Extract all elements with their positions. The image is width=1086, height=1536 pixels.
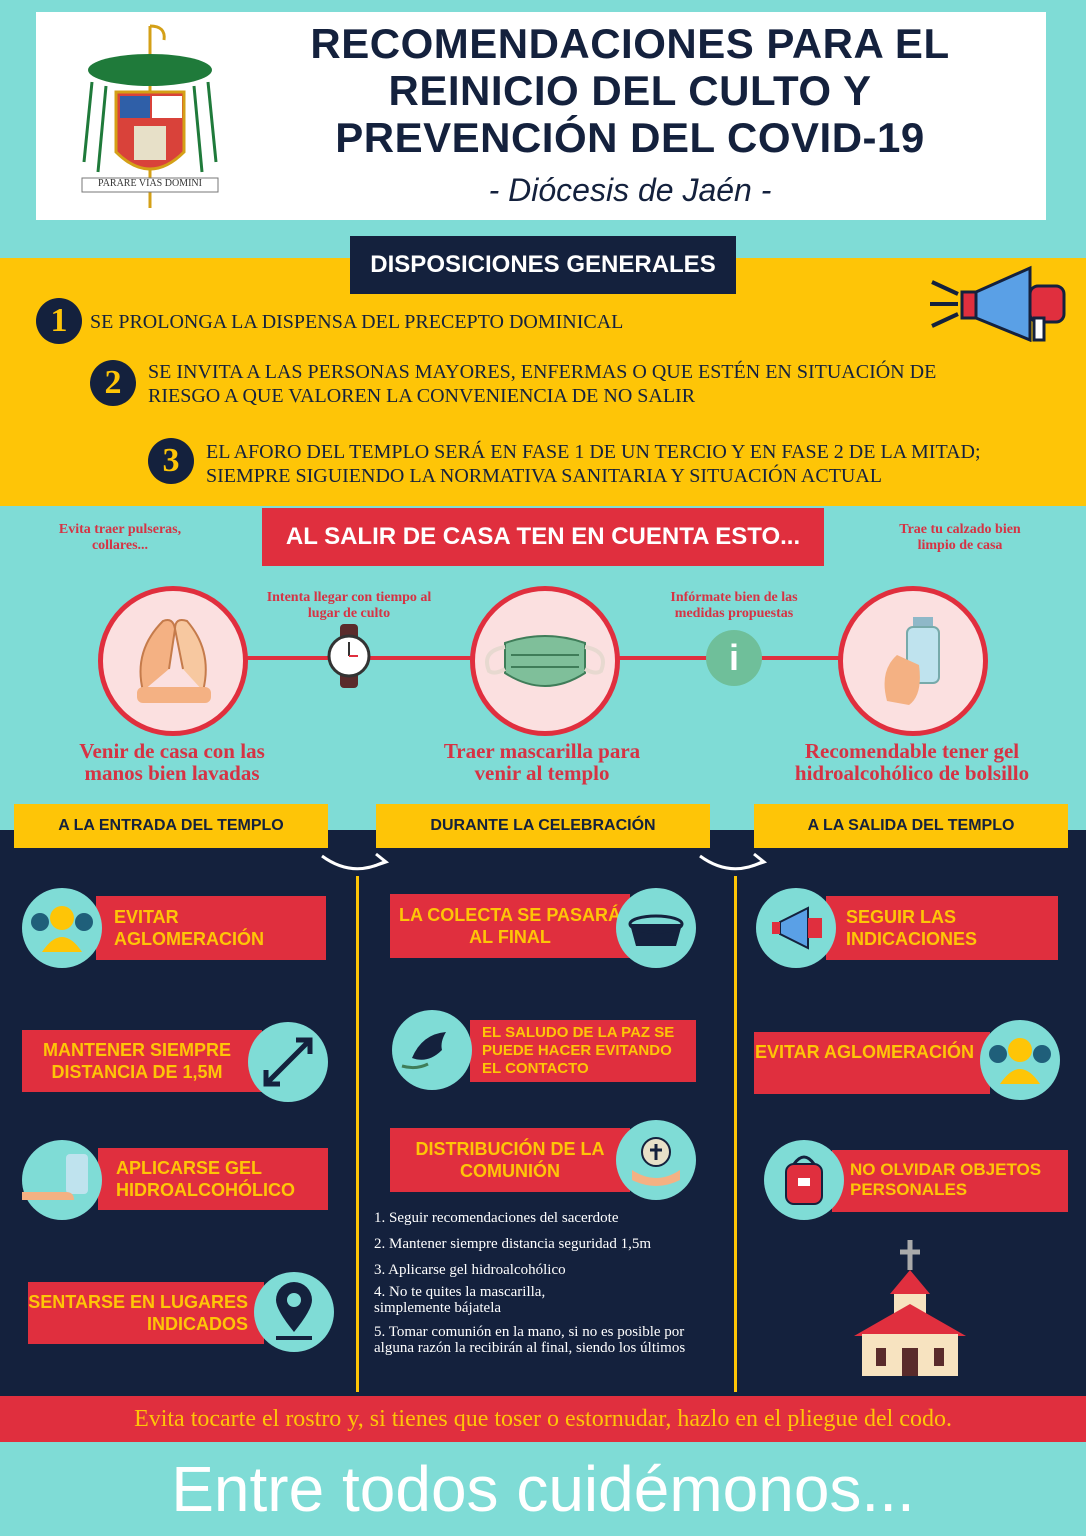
tip-jewelry: Evita traer pulseras, collares...	[58, 522, 182, 553]
tab-celebration: DURANTE LA CELEBRACIÓN	[376, 804, 710, 848]
item-number-3: 3	[148, 438, 194, 484]
card-personal-items: NO OLVIDAR OBJETOS PERSONALES	[832, 1150, 1068, 1212]
closing-slogan: Entre todos cuidémonos...	[171, 1453, 915, 1525]
tip-gel: Recomendable tener gel hidroalcohólico d…	[794, 739, 1030, 785]
list-item: 5. Tomar comunión en la mano, si no es p…	[374, 1324, 686, 1356]
washing-hands-circle	[98, 586, 248, 736]
face-mask-icon	[485, 635, 605, 687]
communion-steps: 1. Seguir recomendaciones del sacerdote …	[374, 1210, 726, 1356]
list-item: 1. Seguir recomendaciones del sacerdote	[374, 1210, 619, 1226]
card-sit-assigned: SENTARSE EN LUGARES INDICADOS	[28, 1282, 264, 1344]
mask-circle	[470, 586, 620, 736]
coat-of-arms-logo	[70, 22, 230, 212]
page-subtitle: - Diócesis de Jaén -	[488, 172, 772, 208]
column-divider	[734, 876, 737, 1392]
backpack-icon	[764, 1140, 844, 1220]
list-item: 3. Aplicarse gel hidroalcohólico	[374, 1262, 566, 1278]
card-follow-instructions: SEGUIR LAS INDICACIONES	[826, 896, 1058, 960]
card-collection: LA COLECTA SE PASARÁ AL FINAL	[390, 894, 630, 958]
home-heading: AL SALIR DE CASA TEN EN CUENTA ESTO...	[262, 508, 824, 566]
item-number-1: 1	[36, 298, 82, 344]
motto-ribbon: PARARE VIAS DOMINI	[98, 178, 202, 189]
tip-mask: Traer mascarilla para venir al templo	[443, 739, 641, 785]
card-communion: DISTRIBUCIÓN DE LA COMUNIÓN	[390, 1128, 630, 1192]
location-pin-icon	[254, 1272, 334, 1352]
face-touch-warning: Evita tocarte el rostro y, si tienes que…	[0, 1396, 1086, 1442]
tip-shoes: Trae tu calzado bien limpio de casa	[899, 522, 1021, 553]
sanitizer-hand-icon	[22, 1140, 102, 1220]
arrow-icon	[698, 848, 768, 874]
column-divider	[356, 876, 359, 1392]
washing-hands-icon	[137, 619, 211, 703]
gel-circle	[838, 586, 988, 736]
crowd-icon	[22, 888, 102, 968]
list-item: 2. Mantener siempre distancia seguridad …	[374, 1236, 652, 1252]
general-heading: DISPOSICIONES GENERALES	[350, 236, 736, 294]
item-number-2: 2	[90, 360, 136, 406]
megaphone-icon	[930, 262, 1070, 343]
general-item-1: SE PROLONGA LA DISPENSA DEL PRECEPTO DOM…	[90, 311, 624, 333]
tab-entrance: A LA ENTRADA DEL TEMPLO	[14, 804, 328, 848]
card-avoid-crowds: EVITAR AGLOMERACIÓN	[96, 896, 326, 960]
list-item: 4. No te quites la mascarilla, simplemen…	[374, 1284, 546, 1316]
tip-arrive-early: Intenta llegar con tiempo al lugar de cu…	[266, 590, 432, 621]
arrow-icon	[320, 848, 390, 874]
communion-hands-icon	[616, 1120, 696, 1200]
dove-icon	[392, 1010, 472, 1090]
crowd-icon	[980, 1020, 1060, 1100]
hand-sanitizer-icon	[884, 617, 940, 705]
card-apply-gel: APLICARSE GEL HIDROALCOHÓLICO	[98, 1148, 328, 1210]
card-avoid-crowds-exit: EVITAR AGLOMERACIÓN	[754, 1032, 990, 1094]
info-icon: i	[706, 630, 762, 686]
distance-arrow-icon	[248, 1022, 328, 1102]
megaphone-small-icon	[756, 888, 836, 968]
card-keep-distance: MANTENER SIEMPRE DISTANCIA DE 1,5M	[22, 1030, 262, 1092]
church-icon	[850, 1240, 970, 1378]
tab-exit: A LA SALIDA DEL TEMPLO	[754, 804, 1068, 848]
page-title: RECOMENDACIONES PARA EL REINICIO DEL CUL…	[310, 20, 950, 161]
card-sign-of-peace: EL SALUDO DE LA PAZ SE PUEDE HACER EVITA…	[470, 1020, 696, 1082]
tip-wash-hands: Venir de casa con las manos bien lavadas	[79, 739, 265, 785]
tip-inform: Infórmate bien de las medidas propuestas	[670, 590, 798, 621]
general-item-3: EL AFORO DEL TEMPLO SERÁ EN FASE 1 DE UN…	[206, 441, 981, 487]
watch-icon	[326, 624, 372, 688]
basket-icon	[616, 888, 696, 968]
general-item-2: SE INVITA A LAS PERSONAS MAYORES, ENFERM…	[148, 361, 937, 407]
